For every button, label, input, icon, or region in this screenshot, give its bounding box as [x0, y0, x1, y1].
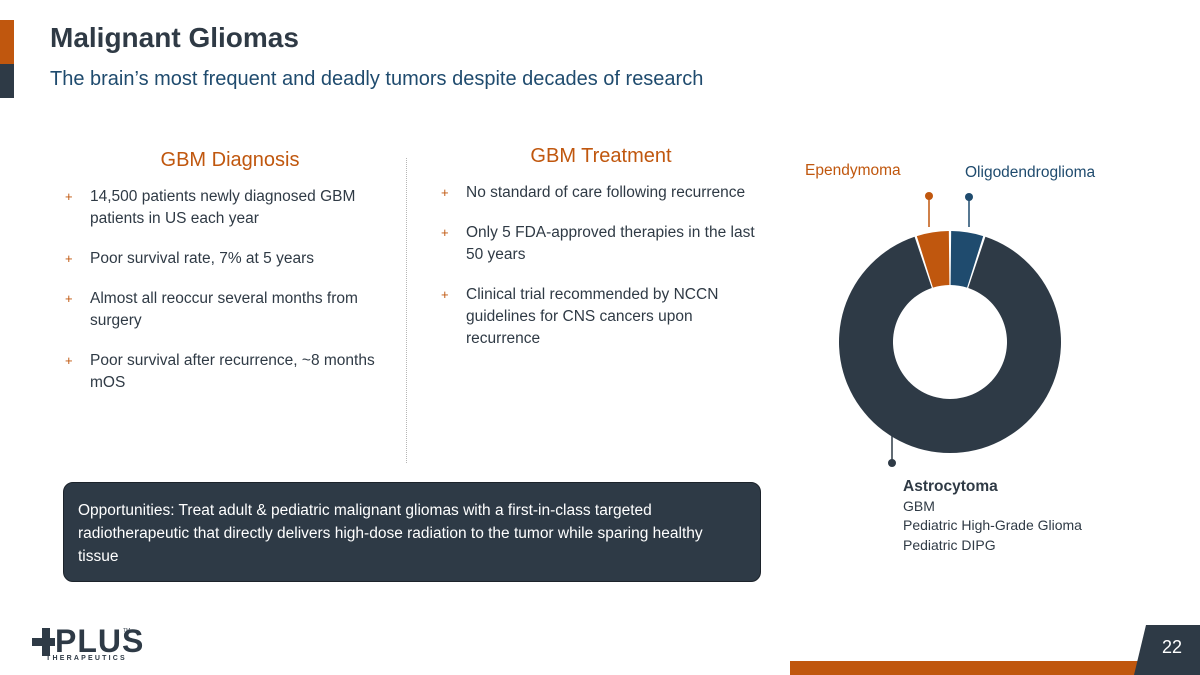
bullet-text: Clinical trial recommended by NCCN guide…: [466, 286, 719, 347]
page-number: 22: [1162, 637, 1183, 657]
gbm-diagnosis-heading: GBM Diagnosis: [160, 149, 300, 171]
plus-icon: +: [65, 251, 73, 266]
donut-segment-ependymoma: [916, 231, 950, 288]
logo-subtitle: THERAPEUTICS: [46, 655, 127, 662]
opportunity-callout: Opportunities: Treat adult & pediatric m…: [63, 482, 761, 582]
gbm-treatment-list: + No standard of care following recurrenc…: [436, 182, 766, 350]
gbm-diagnosis-list: +14,500 patients newly diagnosed GBM pat…: [60, 186, 400, 394]
astrocytoma-item-hgg: Pediatric High-Grade Glioma: [903, 517, 1082, 533]
accent-bar-orange: [0, 20, 14, 64]
bullet-text: Poor survival after recurrence, ~8 month…: [90, 352, 375, 391]
page-title: Malignant Gliomas: [50, 22, 299, 53]
page-number-box: [1134, 625, 1200, 675]
list-item: + No standard of care following recurrenc…: [436, 182, 766, 204]
leader-dot-ependymoma: [925, 192, 933, 200]
donut-segment-astrocytoma: [839, 236, 1061, 453]
logo-wordmark: PLUS: [55, 623, 145, 659]
plus-icon: +: [441, 225, 449, 240]
astrocytoma-item-dipg: Pediatric DIPG: [903, 536, 996, 553]
gbm-treatment-column: GBM Treatment + No standard of care follo…: [436, 145, 766, 368]
leader-dot-oligodendroglioma: [965, 193, 973, 201]
plus-icon: +: [65, 291, 73, 306]
list-item: + Almost all reoccur several months from …: [60, 288, 400, 332]
footer-accent-bar: [790, 661, 1200, 675]
list-item: + Poor survival rate, 7% at 5 years: [60, 248, 400, 270]
donut-segment-oligodendroglioma: [950, 231, 984, 288]
astrocytoma-title: Astrocytoma: [903, 478, 998, 495]
glioma-donut-chart: [839, 192, 1061, 467]
label-oligodendroglioma: Oligodendroglioma: [965, 164, 1096, 181]
astrocytoma-legend: Astrocytoma GBM Pediatric High-Grade Gli…: [903, 477, 1082, 555]
gbm-treatment-heading: GBM Treatment: [530, 145, 672, 167]
plus-icon: +: [441, 185, 449, 200]
bullet-text: Only 5 FDA-approved therapies in the las…: [466, 224, 755, 263]
bullet-text: Poor survival rate, 7% at 5 years: [90, 250, 314, 267]
column-divider: [406, 158, 407, 463]
plus-icon: +: [441, 287, 449, 302]
plus-logo-icon: [32, 628, 55, 656]
accent-bar-navy: [0, 64, 14, 98]
bullet-text: Almost all reoccur several months from s…: [90, 290, 358, 329]
list-item: +14,500 patients newly diagnosed GBM pat…: [60, 186, 400, 230]
list-item: + Clinical trial recommended by NCCN guid…: [436, 284, 766, 350]
label-ependymoma: Ependymoma: [805, 162, 901, 179]
gbm-diagnosis-column: GBM Diagnosis +14,500 patients newly dia…: [60, 145, 400, 412]
plus-icon: +: [65, 353, 73, 368]
bullet-text: No standard of care following recurrence: [466, 184, 746, 201]
leader-dot-astrocytoma: [888, 459, 896, 467]
page-subtitle: The brain’s most frequent and deadly tum…: [50, 68, 704, 90]
bullet-text: 14,500 patients newly diagnosed GBM pati…: [90, 188, 356, 227]
list-item: + Poor survival after recurrence, ~8 mont…: [60, 350, 400, 394]
logo-trademark: TM: [123, 628, 131, 634]
plus-icon: +: [65, 189, 73, 204]
list-item: + Only 5 FDA-approved therapies in the la…: [436, 222, 766, 266]
astrocytoma-item-gbm: GBM: [903, 497, 935, 514]
